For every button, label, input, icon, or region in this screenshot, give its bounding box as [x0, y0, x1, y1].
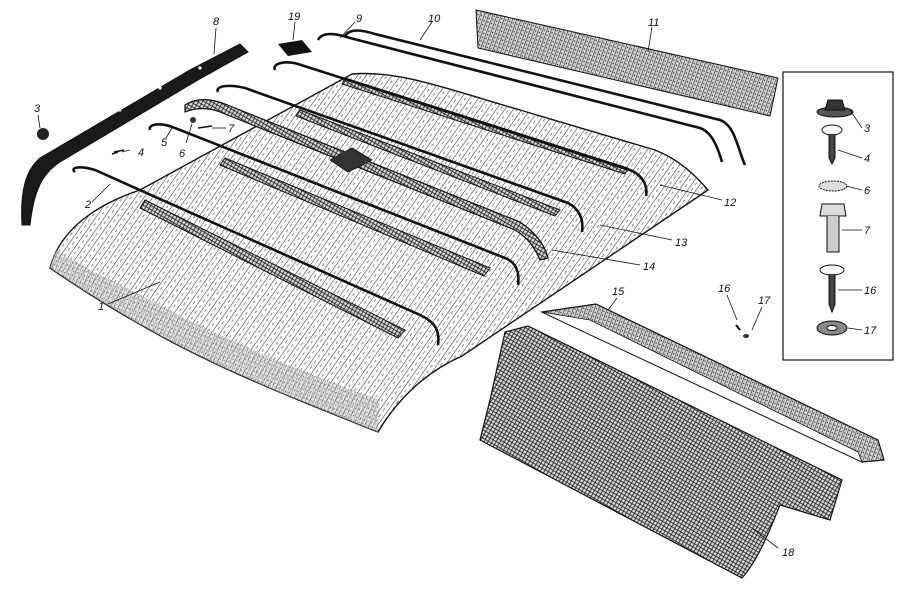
inset-bolt-7: [819, 203, 847, 253]
label-12: 12: [724, 197, 736, 209]
label-13: 13: [675, 237, 688, 249]
inset-label-16: 16: [864, 285, 877, 297]
loose-fasteners: [37, 117, 213, 155]
inset-label-3: 3: [864, 123, 871, 135]
inset-lock-washer-6: [818, 180, 848, 192]
label-10: 10: [428, 13, 441, 25]
inset-cap-nut-3: [816, 99, 854, 118]
label-4: 4: [138, 147, 144, 159]
side-rail-8: [21, 43, 249, 226]
label-18: 18: [782, 547, 795, 559]
roof-panel: [49, 72, 710, 433]
label-16: 16: [718, 283, 731, 295]
callout-labels: 1 2 3 4 5 6 7 8 9 10 11 12 13 14 15 16 1…: [34, 11, 877, 559]
label-1: 1: [98, 301, 104, 313]
inset-screw-4: [821, 124, 843, 166]
screw-washer-16-17: [735, 324, 749, 338]
fastener-inset-frame: [782, 71, 894, 361]
inset-label-4: 4: [864, 153, 870, 165]
label-19: 19: [288, 11, 300, 23]
label-17: 17: [758, 295, 771, 307]
label-7: 7: [228, 123, 235, 135]
inset-screw-16: [819, 264, 845, 314]
inset-label-17: 17: [864, 325, 877, 337]
inset-label-6: 6: [864, 185, 871, 197]
bracket-19: [278, 40, 312, 56]
inset-label-7: 7: [864, 225, 871, 237]
label-8: 8: [213, 16, 220, 28]
trim-strip-15: [539, 303, 885, 463]
label-3: 3: [34, 103, 41, 115]
label-2: 2: [84, 199, 91, 211]
label-6: 6: [179, 148, 186, 160]
roof-bow-14: [184, 99, 549, 261]
seal-strip-11: [475, 9, 779, 117]
label-15: 15: [612, 286, 625, 298]
rear-panel-18: [479, 325, 843, 579]
label-9: 9: [356, 13, 362, 25]
leader-lines: [37, 21, 863, 549]
label-11: 11: [648, 17, 659, 29]
label-5: 5: [161, 137, 168, 149]
roof-bow-wires: [72, 29, 747, 346]
inset-washer-17: [816, 320, 848, 336]
label-14: 14: [643, 261, 655, 273]
